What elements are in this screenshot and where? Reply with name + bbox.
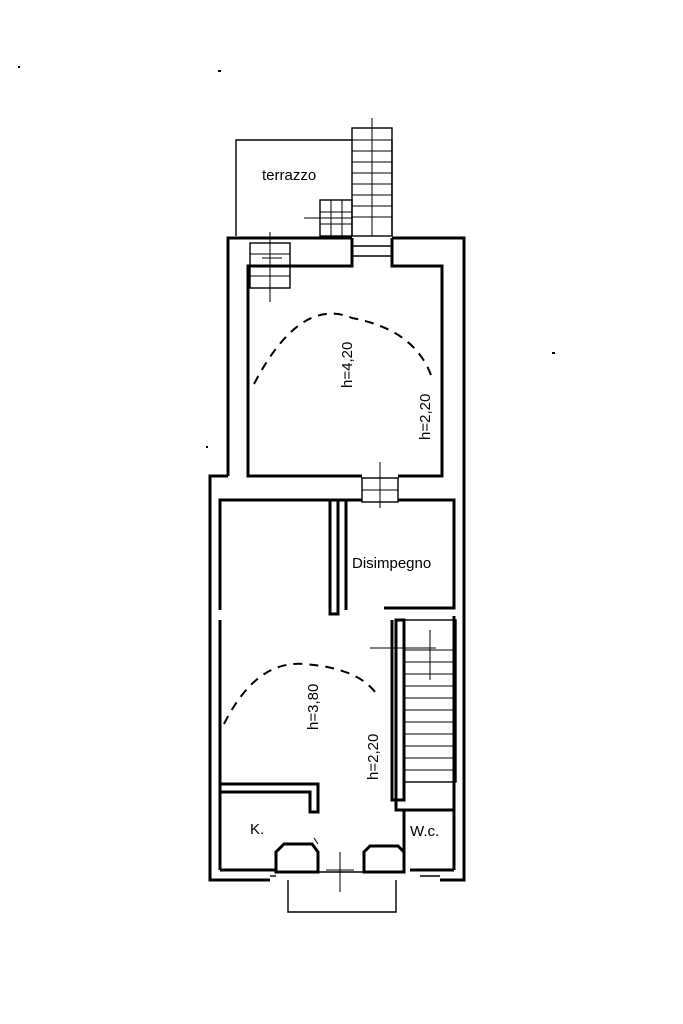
lower-ceiling-height-label: h=3,80 xyxy=(305,684,322,730)
lower-vault-arc xyxy=(223,662,379,725)
terrace-area xyxy=(235,139,393,236)
kitchen-partition xyxy=(220,782,320,814)
lower-section-walls xyxy=(208,474,466,882)
lower-base-height-label: h=2,20 xyxy=(365,734,382,780)
hallway-label: Disimpegno xyxy=(352,555,431,572)
upper-base-height-label: h=2,20 xyxy=(417,394,434,440)
scan-specks xyxy=(18,66,555,448)
terrace-label: terrazzo xyxy=(262,167,316,184)
upper-corner-stair xyxy=(249,232,291,302)
connecting-door xyxy=(361,462,399,508)
kitchen-label: K. xyxy=(250,821,264,838)
upper-ceiling-height-label: h=4,20 xyxy=(339,342,356,388)
entrance xyxy=(274,837,406,913)
wc-label: W.c. xyxy=(410,823,439,840)
upper-vault-arc xyxy=(253,312,433,385)
interior-stair xyxy=(370,618,457,802)
terrace-stair xyxy=(304,118,393,237)
upper-room-walls xyxy=(226,236,466,478)
